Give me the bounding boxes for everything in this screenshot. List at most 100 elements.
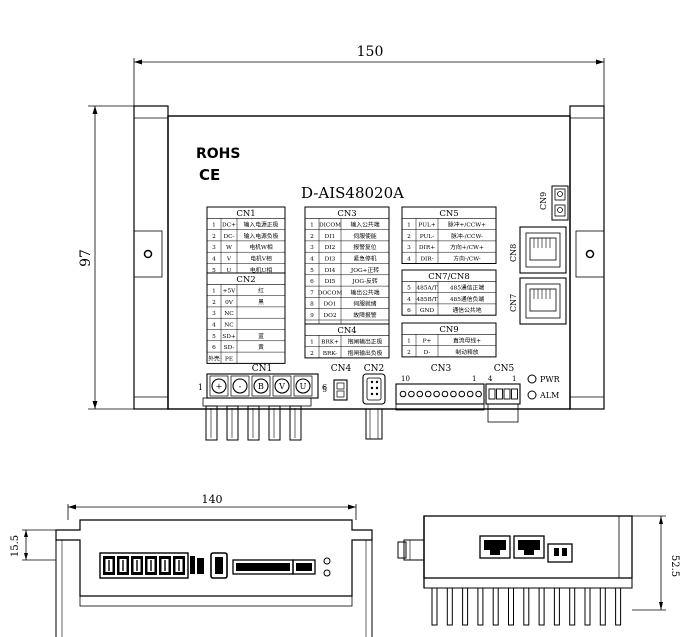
cn2-table-cell: SD+ [222, 334, 236, 340]
cn2-table-cell: SD- [224, 345, 235, 351]
cn3-table-cell: 8 [310, 302, 314, 308]
heatsink-fin [492, 587, 499, 626]
cn78-table-cell: GND [420, 308, 435, 314]
cn5-table-cell: DIR- [420, 257, 433, 263]
cn1-terminal-label: B [258, 382, 264, 391]
cn1-table-cell: 电机U相 [250, 266, 272, 274]
cn5-table-cell: 方向+/CW+ [450, 243, 484, 251]
cn3-table-cell: 伺服使能 [353, 232, 376, 240]
cn3-table-cell: DOCOM [318, 290, 343, 296]
cn5-table-cell: DIR+ [419, 245, 435, 251]
cn5-label: CN5 [494, 364, 515, 374]
dim-side-height: 52.5 [669, 555, 680, 577]
cn5-pin-right: 1 [512, 375, 516, 383]
dim-side-thickness: 15.5 [10, 535, 21, 557]
cn2-table-cell: PE [225, 356, 233, 362]
pwr-label: PWR [540, 375, 561, 384]
cn3-table-cell: 7 [310, 290, 314, 296]
cn4-connector: CN4 5 [323, 364, 352, 401]
cn1-pin-right: 6 [322, 383, 327, 392]
dim-top-width: 150 [357, 44, 384, 60]
cn9-table-cell: 制动释放 [455, 348, 478, 356]
cn4-table-cell: 2 [310, 351, 314, 357]
cn1-table-cell: 输入电源负极 [244, 232, 279, 240]
cn1-pin-left: 1 [198, 383, 203, 392]
front-view: 140 15.5 [10, 493, 373, 637]
cn2-table-cell: 0V [225, 300, 234, 306]
cn3-pin-left: 10 [401, 375, 410, 383]
cn1-screw [253, 378, 269, 394]
cn2-table-title: CN2 [236, 275, 255, 285]
cn2-table-cell: NC [224, 311, 234, 317]
cn1-screw [274, 378, 290, 394]
heatsink-fin [462, 587, 469, 626]
cn5-table-frame [401, 206, 497, 264]
cn5-pin [511, 388, 518, 400]
cn1-table-cell: 3 [212, 245, 216, 251]
cn9-table-cell: 2 [407, 350, 411, 356]
dimension-150: 150 [133, 44, 605, 106]
cn1-table-cell: 1 [212, 223, 216, 229]
cn1-table-cell: 电机W相 [249, 243, 273, 251]
front-terminal-block [103, 556, 185, 575]
cn3-pin-right: 1 [472, 375, 476, 383]
cn3-pin [399, 390, 407, 398]
cn2-label: CN2 [364, 364, 385, 374]
cn3-table-cell: 紧急停机 [353, 255, 376, 263]
mount-hole-right [585, 249, 595, 259]
cn3-pin [424, 390, 432, 398]
cn8-label: CN8 [509, 244, 518, 262]
cn3-table-cell: DI2 [325, 245, 336, 251]
cn3-label: CN3 [431, 364, 452, 374]
cn2-table-cell: 黄 [258, 343, 264, 351]
cn4-table-cell: 1 [310, 340, 314, 346]
cn7-label: CN7 [509, 294, 518, 312]
cn1-table-cell: 电机V相 [250, 255, 272, 263]
cn1-table-title: CN1 [236, 209, 255, 219]
cn1-terminal-legs [202, 397, 312, 441]
cn2-table-cell: 黑 [258, 299, 264, 306]
cn5-pin [488, 388, 496, 400]
cn78-table-cell: 5 [407, 286, 411, 292]
cn1-table-cell: U [227, 268, 232, 274]
cn3-table-cell: 伺服就绪 [353, 300, 376, 308]
cn3-pin [466, 390, 474, 398]
cn1-table-cell: 4 [212, 257, 216, 263]
cn1-table-cell: 2 [212, 234, 216, 240]
heatsink-fin [584, 587, 591, 626]
dim-left-height: 97 [78, 249, 94, 267]
cn3-table-cell: DI5 [325, 279, 336, 285]
cn1-terminal-label: V [278, 382, 285, 391]
cn5-table-cell: 3 [407, 245, 411, 251]
mounting-flange-right [569, 105, 605, 410]
cn9-table-cell: P+ [423, 339, 432, 345]
cn2-connector: CN2 [362, 364, 386, 440]
cn9-table-cell: 直流母线+ [453, 337, 481, 345]
cn1-screw [232, 378, 248, 394]
cn3-table-cell: DO2 [323, 313, 336, 319]
cn1-table-cell: DC- [223, 234, 234, 240]
heatsink-fin [569, 587, 576, 626]
cn78-table-cell: 6 [407, 308, 411, 314]
cn2-table-cell: 4 [212, 323, 216, 329]
heatsink-fin [508, 587, 514, 626]
alm-label: ALM [539, 391, 559, 400]
cn3-table-cell: JOG-反转 [351, 277, 378, 285]
cn3-table-cell: DO1 [323, 302, 336, 308]
cn3-pin [458, 390, 466, 398]
cn4-table-cell: 抱闸输出正极 [348, 338, 383, 346]
cn7-rj45-port: CN7 [509, 277, 567, 325]
ce-mark: CE [199, 166, 220, 184]
cn1-table-cell: W [226, 245, 232, 251]
heatsink-fin [477, 587, 484, 626]
cn5-pin-left: 4 [488, 375, 493, 383]
cn4-label: CN4 [331, 364, 352, 374]
cn5-table-cell: 脉冲-/CCW- [451, 232, 483, 240]
cn3-pin [408, 390, 415, 398]
